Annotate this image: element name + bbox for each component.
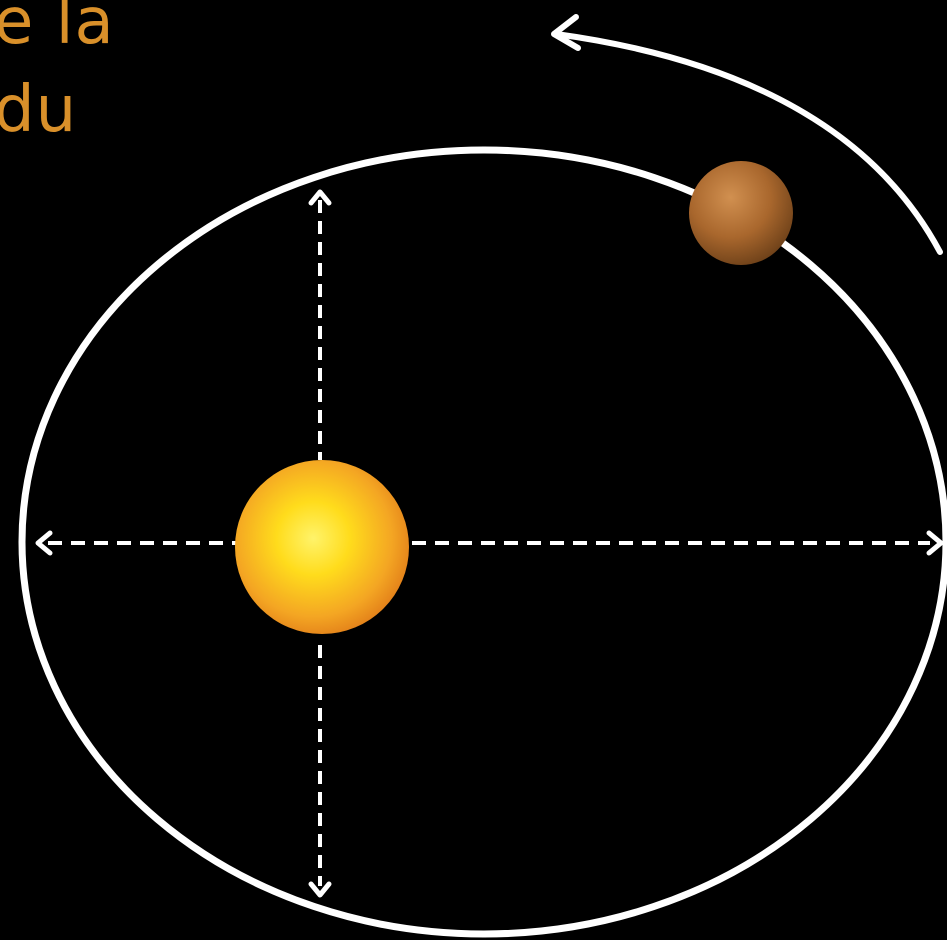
sun-icon (235, 460, 409, 634)
planet-icon (689, 161, 793, 265)
chevron-right-icon (929, 533, 941, 553)
